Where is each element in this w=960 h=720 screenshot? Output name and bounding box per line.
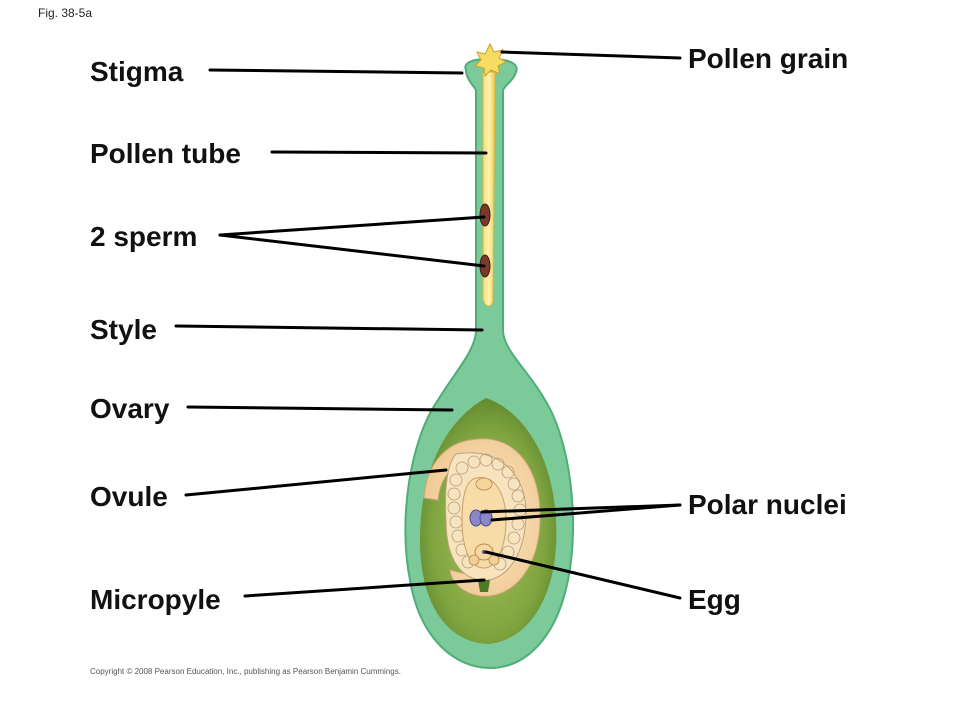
leader-pollen-tube — [270, 150, 488, 155]
leader-pollen-grain — [500, 50, 682, 60]
pollen-tube-shape — [482, 71, 496, 307]
leader-sperm-2 — [218, 233, 486, 268]
label-egg: Egg — [688, 584, 741, 615]
label-pollen-tube: Pollen tube — [90, 138, 241, 169]
leader-polar-nuclei-2 — [490, 503, 682, 522]
label-ovary: Ovary — [90, 393, 170, 424]
leader-style — [174, 324, 484, 332]
copyright-note: Copyright © 2008 Pearson Education, Inc.… — [90, 667, 401, 676]
figure-id: Fig. 38-5a — [38, 6, 93, 20]
label-two-sperm: 2 sperm — [90, 221, 198, 252]
leader-ovary — [186, 405, 454, 412]
label-pollen-grain: Pollen grain — [688, 43, 849, 74]
polar-nucleus-2 — [479, 509, 493, 527]
label-polar-nuclei: Polar nuclei — [688, 489, 847, 520]
leader-stigma — [208, 68, 464, 75]
sperm-cell-1 — [479, 203, 491, 227]
leader-ovule — [184, 468, 448, 497]
leader-lines — [174, 50, 682, 600]
label-ovule: Ovule — [90, 481, 168, 512]
micropyle-opening — [478, 580, 490, 592]
leader-egg — [484, 550, 682, 600]
label-micropyle: Micropyle — [90, 584, 221, 615]
label-stigma: Stigma — [90, 56, 184, 87]
leader-micropyle — [243, 578, 486, 598]
leader-sperm-1 — [218, 215, 486, 237]
label-style: Style — [90, 314, 157, 345]
